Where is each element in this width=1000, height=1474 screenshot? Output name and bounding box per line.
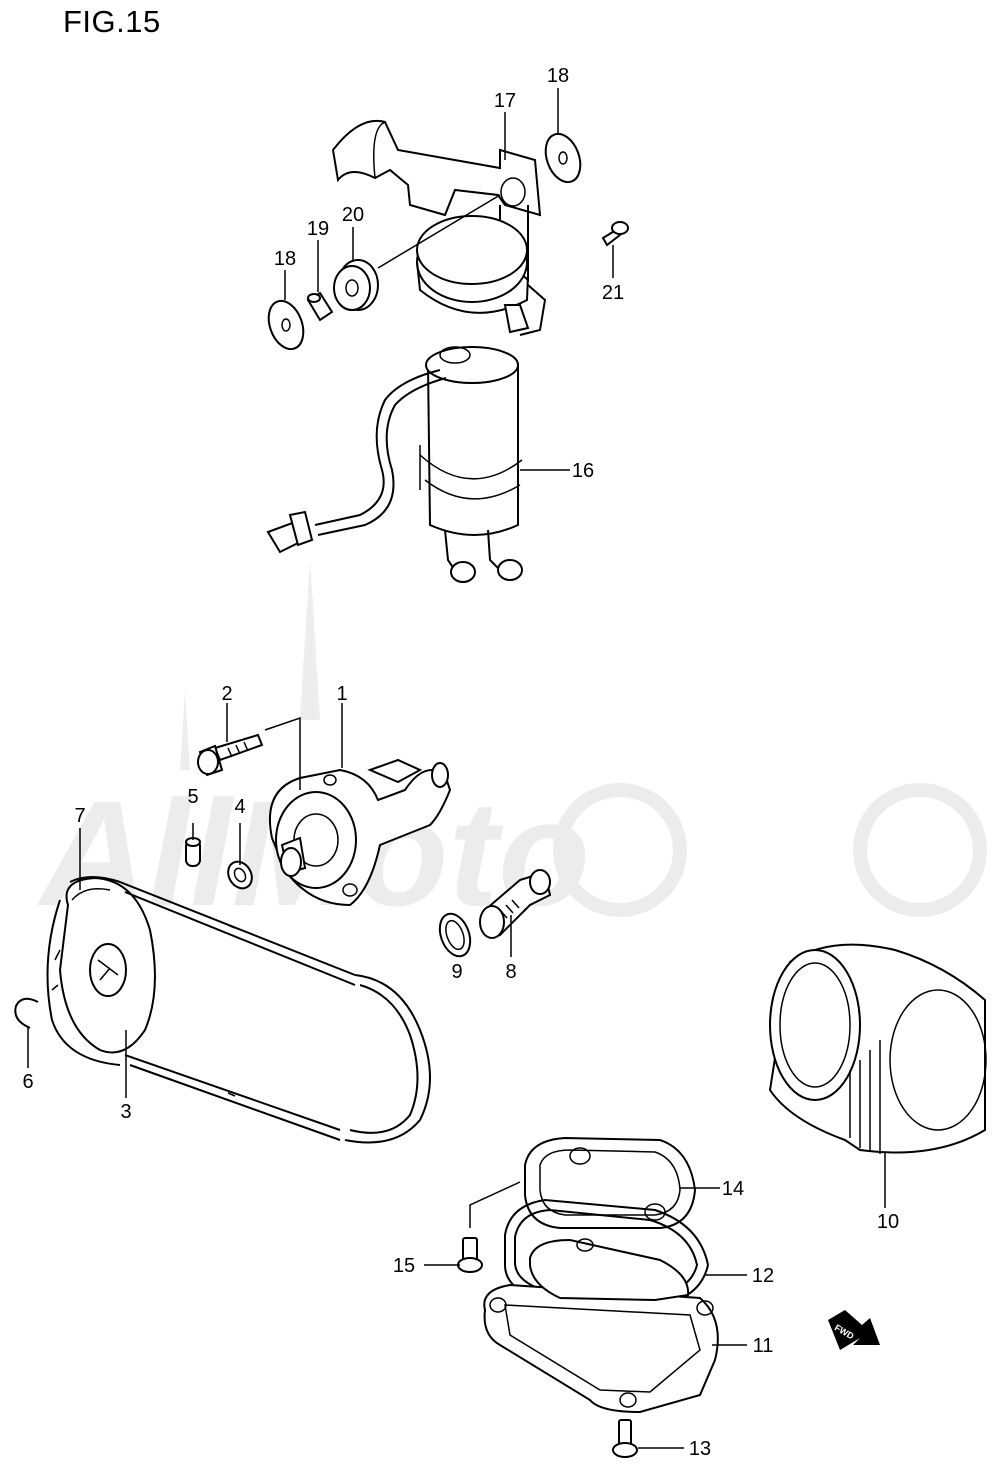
label-17: 17 — [494, 90, 516, 112]
oil-strainer — [529, 1238, 690, 1302]
label-7: 7 — [74, 805, 85, 827]
label-14: 14 — [722, 1178, 744, 1200]
bracket-17 — [331, 119, 542, 283]
watermark: AllMoto — [36, 560, 987, 937]
label-1: 1 — [336, 683, 347, 705]
clamp-band — [416, 215, 547, 336]
label-5: 5 — [187, 786, 198, 808]
figure-title: FIG.15 — [63, 4, 161, 39]
label-12: 12 — [752, 1265, 774, 1287]
circlip-6 — [14, 997, 39, 1029]
label-6: 6 — [22, 1071, 33, 1093]
label-4: 4 — [234, 796, 245, 818]
cushion-20 — [333, 259, 379, 311]
assembly-line-2-1 — [264, 716, 301, 790]
label-11: 11 — [753, 1335, 774, 1357]
label-9: 9 — [451, 961, 462, 983]
part-labels: 1 2 3 4 5 6 7 8 9 10 11 12 13 14 15 16 1… — [22, 65, 899, 1460]
label-3: 3 — [120, 1101, 131, 1123]
fuel-pump-16 — [419, 346, 523, 583]
washer-4 — [227, 860, 253, 890]
bolt-2 — [197, 733, 264, 777]
label-21: 21 — [602, 282, 624, 304]
gasket-9 — [438, 912, 472, 958]
oil-pump-1 — [268, 758, 452, 907]
assembly-line-20-17 — [377, 194, 501, 269]
leader-lines — [27, 88, 886, 1449]
oil-pan-11 — [483, 1283, 719, 1414]
label-18-right: 18 — [547, 65, 569, 87]
bolt-13 — [612, 1419, 638, 1458]
assembly-line-15 — [469, 1181, 521, 1228]
cover-14 — [524, 1136, 697, 1229]
bolt-15 — [457, 1237, 483, 1273]
pump-wire-harness — [266, 369, 447, 554]
sprocket-3 — [51, 876, 156, 1054]
label-10: 10 — [877, 1211, 899, 1233]
washer-18-right — [544, 132, 582, 184]
label-8: 8 — [505, 961, 516, 983]
fwd-arrow: FWD — [828, 1310, 880, 1350]
label-2: 2 — [221, 683, 232, 705]
chain-7 — [46, 876, 431, 1144]
collar-19 — [306, 291, 334, 322]
washer-18-left — [267, 299, 305, 351]
oil-filter-10 — [768, 943, 987, 1154]
label-15: 15 — [393, 1255, 415, 1277]
fitting-8 — [479, 869, 552, 939]
pin-5 — [185, 837, 201, 867]
label-18-left: 18 — [274, 248, 296, 270]
label-13: 13 — [689, 1438, 711, 1460]
label-16: 16 — [572, 460, 594, 482]
label-20: 20 — [342, 204, 364, 226]
label-19: 19 — [307, 218, 329, 240]
screw-21 — [601, 221, 629, 247]
